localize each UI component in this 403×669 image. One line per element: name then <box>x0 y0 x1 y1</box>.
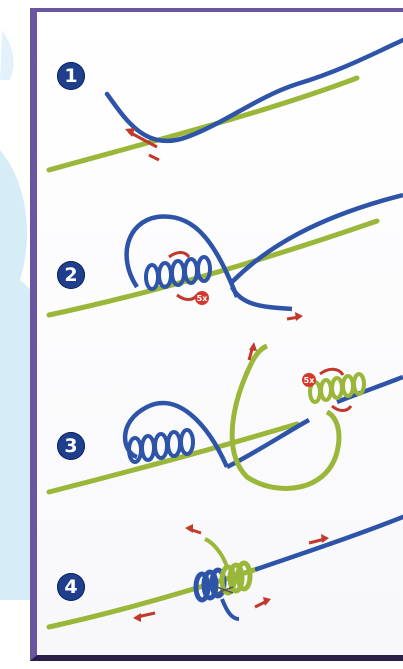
step-number: 4 <box>64 576 78 598</box>
knot-wraps <box>193 560 253 603</box>
count-badge <box>195 291 209 305</box>
pull-arrowhead-left <box>133 613 141 622</box>
direction-arrow-tail <box>148 153 160 162</box>
direction-arrow <box>128 130 158 149</box>
step-2-illustration: 5x <box>46 192 403 321</box>
step-3-illustration: 5x <box>46 342 403 495</box>
step-1: 1 <box>37 12 403 177</box>
rotation-arrow-lower <box>331 404 353 412</box>
step-3: 3 5 <box>37 342 403 507</box>
blue-line <box>254 514 403 572</box>
blue-line-right <box>336 374 403 405</box>
blue-tag-end <box>220 598 240 621</box>
step-number-badge: 3 <box>57 432 85 460</box>
green-line <box>46 218 380 318</box>
step-number-badge: 4 <box>57 573 85 601</box>
blue-loop <box>124 214 240 298</box>
rotation-arrow-lower <box>176 293 199 301</box>
splash-drop <box>0 30 14 80</box>
count-badge-label: 5x <box>304 376 316 385</box>
pull-arrowhead-up <box>249 342 257 351</box>
step-number: 3 <box>64 435 78 457</box>
step-4-illustration <box>46 514 403 630</box>
direction-arrowhead <box>125 128 135 137</box>
pull-arrowhead-right <box>321 534 329 543</box>
step-number-badge: 1 <box>57 62 85 90</box>
step-2: 2 5x <box>37 177 403 342</box>
rotation-arrow <box>319 367 345 376</box>
wraps <box>144 255 212 291</box>
blue-loop <box>122 400 230 468</box>
green-wraps <box>308 372 366 404</box>
rotation-arrow <box>168 251 191 259</box>
scissors-icon <box>216 586 234 594</box>
instruction-panel: 1 2 5 <box>30 8 403 661</box>
green-tag-end <box>204 537 229 568</box>
step-number: 2 <box>64 264 78 286</box>
pull-arrowhead <box>295 312 303 321</box>
blue-tail <box>230 192 403 284</box>
blue-to-wraps <box>225 418 311 470</box>
step-number: 1 <box>64 65 78 87</box>
step-number-badge: 2 <box>57 261 85 289</box>
blue-wraps <box>127 428 195 464</box>
step-1-illustration <box>46 37 403 173</box>
pull-arrowhead-bottom <box>263 597 271 606</box>
green-loop <box>229 360 342 491</box>
count-badge-label: 5x <box>197 294 209 303</box>
green-tail-top <box>249 343 269 364</box>
green-line <box>46 75 360 173</box>
count-badge <box>302 373 316 387</box>
step-4: 4 <box>37 507 403 655</box>
blue-line <box>104 37 403 144</box>
pull-arrowhead-top <box>185 524 193 533</box>
blue-end <box>229 285 293 312</box>
